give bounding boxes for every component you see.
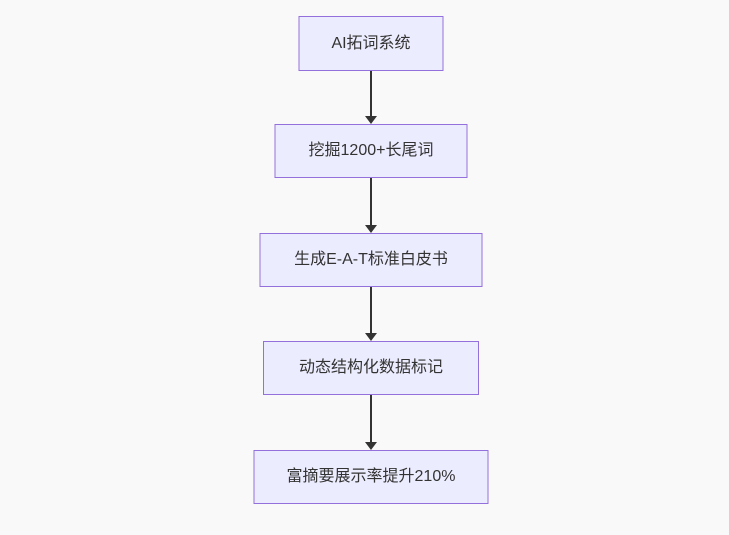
flow-node-label: AI拓词系统 [331, 34, 411, 52]
arrow-line [370, 395, 372, 442]
arrow-line [370, 178, 372, 225]
arrow-connector-4 [365, 395, 377, 450]
arrow-line [370, 287, 372, 333]
flow-node-label: 动态结构化数据标记 [298, 359, 443, 377]
arrow-head-icon [365, 442, 377, 450]
flow-node-rich-snippet-rate: 富摘要展示率提升210% [253, 450, 489, 504]
flow-node-longtail-keywords: 挖掘1200+长尾词 [274, 124, 468, 178]
arrow-line [370, 71, 372, 116]
flow-node-ai-keyword-system: AI拓词系统 [298, 16, 444, 71]
flow-node-eat-whitepaper: 生成E-A-T标准白皮书 [259, 233, 483, 287]
arrow-connector-3 [365, 287, 377, 341]
flow-node-label: 富摘要展示率提升210% [286, 468, 456, 486]
arrow-head-icon [365, 333, 377, 341]
arrow-head-icon [365, 225, 377, 233]
arrow-connector-1 [365, 71, 377, 124]
flow-node-structured-data-markup: 动态结构化数据标记 [263, 341, 479, 395]
arrow-connector-2 [365, 178, 377, 233]
flow-node-label: 挖掘1200+长尾词 [308, 142, 434, 160]
flow-node-label: 生成E-A-T标准白皮书 [294, 251, 448, 269]
arrow-head-icon [365, 116, 377, 124]
